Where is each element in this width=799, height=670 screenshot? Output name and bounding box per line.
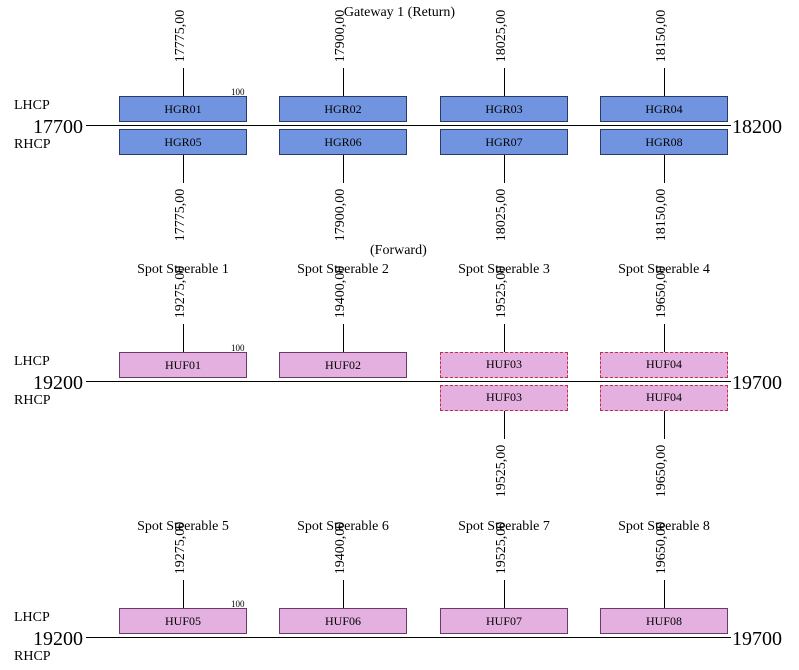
- band-end-frequency: 19700: [732, 372, 782, 394]
- band-end-frequency: 19700: [732, 628, 782, 650]
- center-frequency-label: 17775,00: [173, 9, 188, 63]
- carrier-block: HGR06: [279, 129, 407, 155]
- polarization-rhcp-label: RHCP: [14, 393, 51, 408]
- carrier-block: HUF07: [440, 608, 568, 634]
- beam-heading: Spot Steerable 4: [618, 262, 710, 277]
- carrier-block: HGR05: [119, 129, 247, 155]
- center-frequency-label: 18150,00: [654, 188, 669, 242]
- center-frequency-label: 19525,00: [494, 265, 509, 319]
- carrier-block: HGR03: [440, 96, 568, 122]
- section-title: (Forward): [370, 243, 427, 258]
- polarization-rhcp-label: RHCP: [14, 137, 51, 152]
- polarization-lhcp-label: LHCP: [14, 98, 50, 113]
- beam-heading: Spot Steerable 7: [458, 519, 550, 534]
- center-frequency-label: 19400,00: [333, 265, 348, 319]
- center-frequency-tick: [343, 580, 344, 608]
- beam-heading: Spot Steerable 5: [137, 519, 229, 534]
- section-title: Gateway 1 (Return): [343, 5, 456, 20]
- carrier-block: HGR04: [600, 96, 728, 122]
- carrier-block: HUF04: [600, 352, 728, 378]
- center-frequency-label: 19275,00: [173, 265, 188, 319]
- center-frequency-tick: [183, 68, 184, 96]
- center-frequency-label: 17775,00: [173, 188, 188, 242]
- center-frequency-label: 19525,00: [494, 444, 509, 498]
- center-frequency-label: 19525,00: [494, 521, 509, 575]
- center-frequency-tick: [343, 68, 344, 96]
- carrier-block: HUF05: [119, 608, 247, 634]
- carrier-block: HUF02: [279, 352, 407, 378]
- center-frequency-label: 17900,00: [333, 9, 348, 63]
- center-frequency-tick: [504, 68, 505, 96]
- beam-heading: Spot Steerable 8: [618, 519, 710, 534]
- beam-heading: Spot Steerable 6: [297, 519, 389, 534]
- center-frequency-tick: [664, 155, 665, 183]
- carrier-block: HUF08: [600, 608, 728, 634]
- carrier-block: HUF06: [279, 608, 407, 634]
- carrier-block: HUF03: [440, 352, 568, 378]
- center-frequency-tick: [664, 68, 665, 96]
- center-frequency-tick: [183, 580, 184, 608]
- center-frequency-tick: [504, 580, 505, 608]
- center-frequency-tick: [343, 324, 344, 352]
- carrier-block: HUF04: [600, 385, 728, 411]
- carrier-block: HUF01: [119, 352, 247, 378]
- polarization-rhcp-label: RHCP: [14, 649, 51, 664]
- center-frequency-label: 18025,00: [494, 188, 509, 242]
- polarization-lhcp-label: LHCP: [14, 610, 50, 625]
- band-start-frequency: 19200: [33, 628, 83, 650]
- frequency-axis: [86, 381, 731, 382]
- beam-heading: Spot Steerable 1: [137, 262, 229, 277]
- carrier-block: HGR08: [600, 129, 728, 155]
- carrier-block: HGR07: [440, 129, 568, 155]
- bandwidth-label: 100: [231, 599, 245, 609]
- carrier-block: HGR01: [119, 96, 247, 122]
- band-end-frequency: 18200: [732, 116, 782, 138]
- center-frequency-tick: [664, 580, 665, 608]
- center-frequency-tick: [343, 155, 344, 183]
- center-frequency-label: 19650,00: [654, 444, 669, 498]
- polarization-lhcp-label: LHCP: [14, 354, 50, 369]
- carrier-block: HUF03: [440, 385, 568, 411]
- center-frequency-label: 18025,00: [494, 9, 509, 63]
- center-frequency-label: 19650,00: [654, 265, 669, 319]
- beam-heading: Spot Steerable 2: [297, 262, 389, 277]
- beam-heading: Spot Steerable 3: [458, 262, 550, 277]
- center-frequency-tick: [504, 155, 505, 183]
- band-start-frequency: 17700: [33, 116, 83, 138]
- frequency-axis: [86, 637, 731, 638]
- center-frequency-label: 17900,00: [333, 188, 348, 242]
- center-frequency-label: 18150,00: [654, 9, 669, 63]
- bandwidth-label: 100: [231, 343, 245, 353]
- center-frequency-tick: [504, 411, 505, 439]
- bandwidth-label: 100: [231, 87, 245, 97]
- center-frequency-tick: [183, 155, 184, 183]
- frequency-axis: [86, 125, 731, 126]
- center-frequency-tick: [664, 324, 665, 352]
- center-frequency-label: 19275,00: [173, 521, 188, 575]
- carrier-block: HGR02: [279, 96, 407, 122]
- center-frequency-tick: [183, 324, 184, 352]
- band-start-frequency: 19200: [33, 372, 83, 394]
- center-frequency-tick: [504, 324, 505, 352]
- center-frequency-tick: [664, 411, 665, 439]
- center-frequency-label: 19400,00: [333, 521, 348, 575]
- center-frequency-label: 19650,00: [654, 521, 669, 575]
